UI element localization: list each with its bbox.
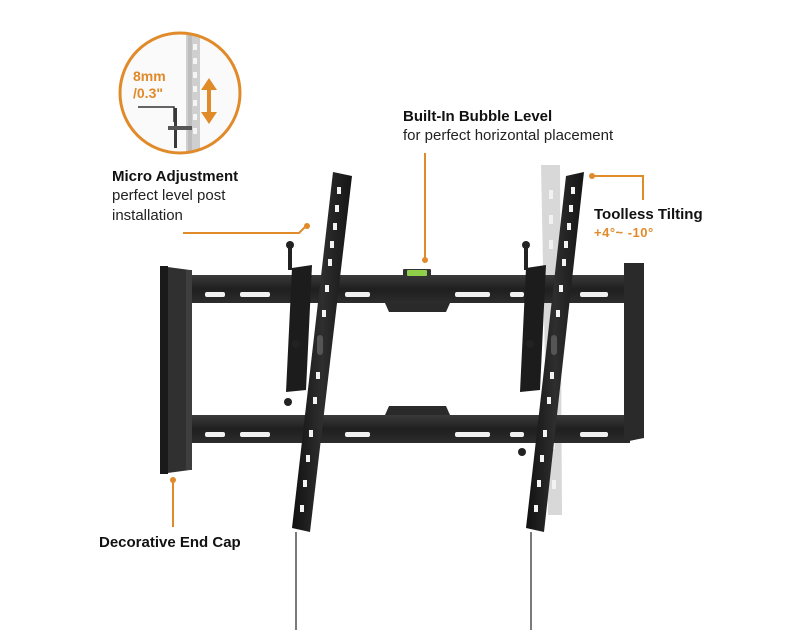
toolless-tilting-title: Toolless Tilting [594,206,703,223]
zoom-measurement-label: 8mm /0.3" [133,68,181,102]
callout-dots [170,173,595,483]
micro-adjustment-desc-1: perfect level post [112,187,226,204]
micro-adjustment-zoom [118,31,242,155]
zoom-measurement-inch: /0.3" [133,85,163,101]
release-cords [295,532,532,630]
right-tilt-arm [518,172,584,532]
bubble-level-desc: for perfect horizontal placement [403,127,614,144]
micro-adjustment-title: Micro Adjustment [112,168,239,185]
bubble-level-callout: Built-In Bubble Level for perfect horizo… [403,107,703,146]
toolless-tilting-spec: +4°~ -10° [594,225,654,240]
end-cap-title: Decorative End Cap [99,534,241,551]
vertical-arrow-icon [201,78,217,124]
toolless-tilting-callout: Toolless Tilting +4°~ -10° [594,205,754,241]
decorative-end-cap [160,266,192,474]
end-cap-callout: Decorative End Cap [99,533,299,552]
micro-adjustment-callout: Micro Adjustment perfect level post inst… [112,167,302,226]
bubble-level-title: Built-In Bubble Level [403,108,553,125]
zoom-measurement-mm: 8mm [133,68,166,84]
right-end-cap [624,263,644,442]
callout-leader-lines [172,153,644,527]
left-tilt-arm [284,172,352,532]
bubble-level-icon [403,269,431,278]
micro-adjustment-desc-2: installation [112,207,183,224]
